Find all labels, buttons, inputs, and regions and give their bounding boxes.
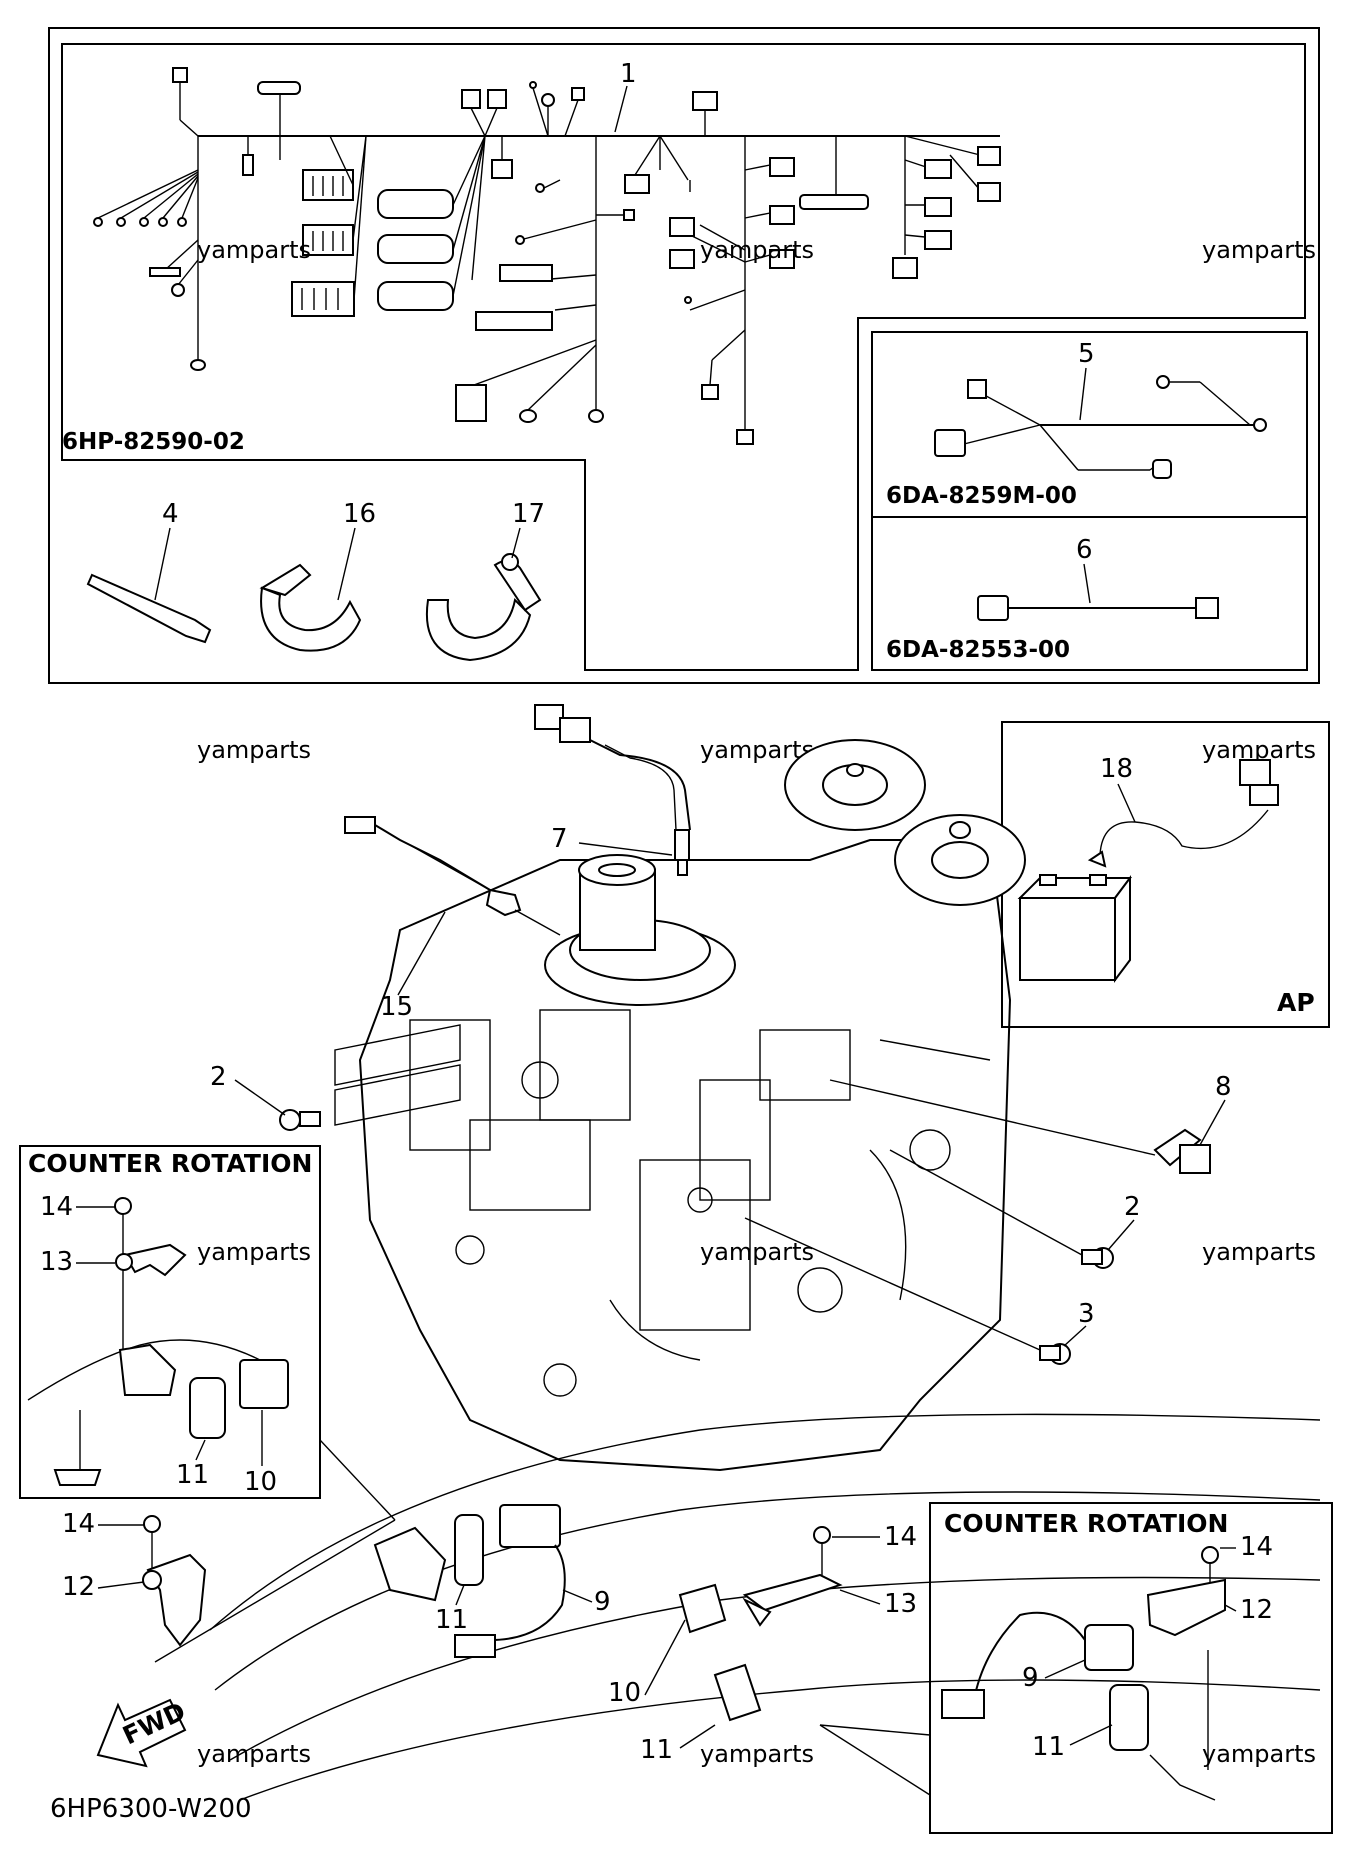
callout-7: 7 [551, 824, 568, 854]
counter-right-callout-12: 12 [1240, 1595, 1273, 1625]
harness-box [61, 43, 1306, 671]
main-callout-14-lower: 14 [884, 1522, 917, 1552]
main-callout-12: 12 [62, 1572, 95, 1602]
watermark: yamparts [700, 736, 814, 764]
bolt-2-right [889, 1149, 1114, 1269]
diagram-code: 6HP6300-W200 [50, 1794, 252, 1824]
watermark: yamparts [197, 236, 311, 264]
counter-left-callout-13: 13 [40, 1247, 73, 1277]
sub-harness-6 [977, 595, 1219, 621]
harness-part-number: 6HP-82590-02 [62, 429, 245, 455]
counter-right-callout-9: 9 [1022, 1663, 1039, 1693]
callout-5: 5 [1078, 339, 1095, 369]
main-callout-14: 14 [62, 1509, 95, 1539]
watermark: yamparts [1202, 236, 1316, 264]
engine-block [209, 739, 1321, 1801]
temperature-sensor-7 [534, 704, 691, 876]
clamp-17 [425, 553, 542, 662]
ap-label: AP [1277, 988, 1315, 1017]
counter-left-callout-10: 10 [244, 1467, 277, 1497]
pressure-sensor-8 [829, 1079, 1211, 1174]
watermark: yamparts [197, 736, 311, 764]
callout-6: 6 [1076, 535, 1093, 565]
watermark: yamparts [1202, 1238, 1316, 1266]
top-frame [48, 27, 1320, 684]
watermark: yamparts [197, 1238, 311, 1266]
knock-sensor-15 [344, 816, 561, 936]
main-callout-10: 10 [608, 1678, 641, 1708]
callout-1: 1 [620, 59, 637, 89]
sub-harness-5 [934, 375, 1267, 479]
sub-harness-6-part-number: 6DA-82553-00 [886, 637, 1070, 663]
bracket-12-main [142, 1504, 566, 1658]
callout-2-right: 2 [1124, 1192, 1141, 1222]
callout-18: 18 [1100, 754, 1133, 784]
sub-harness-5-part-number: 6DA-8259M-00 [886, 483, 1077, 509]
watermark: yamparts [1202, 1740, 1316, 1768]
fwd-arrow-icon [96, 1698, 187, 1768]
counter-rotation-right-box [929, 1502, 1333, 1834]
main-callout-11-lower: 11 [640, 1735, 673, 1765]
callout-4: 4 [162, 499, 179, 529]
bolt-2-left [279, 1109, 321, 1131]
counter-rotation-right-parts [941, 1546, 1226, 1801]
callout-8: 8 [1215, 1072, 1232, 1102]
lower-right-parts [678, 1526, 843, 1722]
watermark: yamparts [700, 236, 814, 264]
callout-2-left: 2 [210, 1062, 227, 1092]
watermark: yamparts [197, 1740, 311, 1768]
callout-15: 15 [380, 992, 413, 1022]
counter-left-callout-11: 11 [176, 1460, 209, 1490]
counter-right-callout-14: 14 [1240, 1532, 1273, 1562]
callout-16: 16 [343, 499, 376, 529]
counter-rotation-left-title: COUNTER ROTATION [28, 1149, 312, 1178]
counter-rotation-right-title: COUNTER ROTATION [944, 1509, 1228, 1538]
callout-17: 17 [512, 499, 545, 529]
main-callout-11: 11 [435, 1605, 468, 1635]
sub-harness-6-box [871, 516, 1308, 671]
main-callout-9: 9 [594, 1587, 611, 1617]
bolt-3 [744, 1217, 1071, 1365]
counter-rotation-left-parts [27, 1197, 289, 1486]
wire-harness-1 [93, 67, 1001, 445]
counter-right-callout-11: 11 [1032, 1732, 1065, 1762]
main-callout-13-lower: 13 [884, 1589, 917, 1619]
watermark: yamparts [700, 1740, 814, 1768]
watermark: yamparts [700, 1238, 814, 1266]
callout-3: 3 [1078, 1299, 1095, 1329]
cable-tie-4 [86, 573, 212, 644]
sensor-18-and-battery [1017, 759, 1279, 983]
counter-rotation-left-box [19, 1145, 321, 1499]
counter-left-callout-14: 14 [40, 1192, 73, 1222]
clamp-16 [259, 563, 362, 652]
